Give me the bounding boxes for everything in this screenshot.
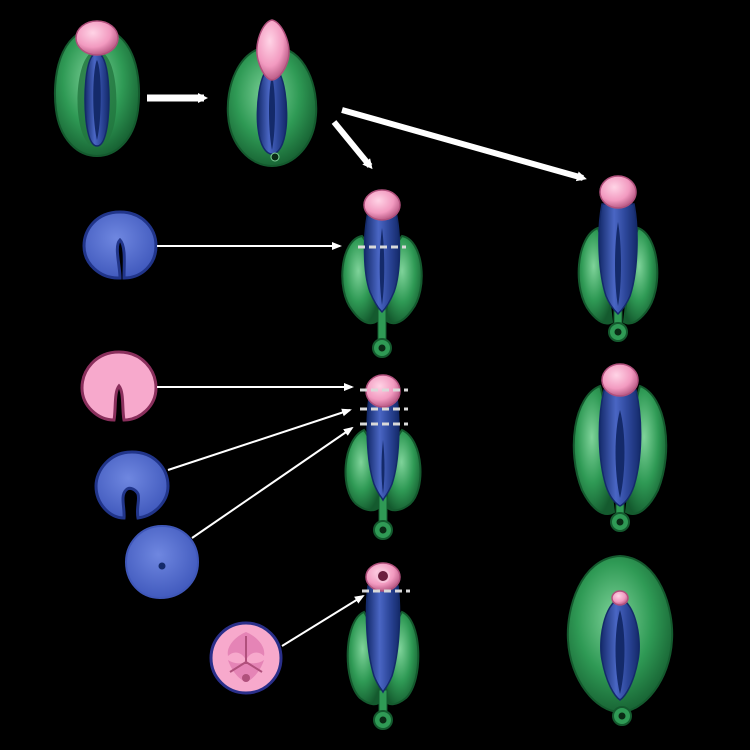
glans-clitoris <box>601 363 639 397</box>
section-glans-closed-urethra <box>209 621 283 695</box>
female-sequence-stage-3 <box>566 554 674 726</box>
section-pointer-arrows <box>157 242 365 647</box>
indifferent-stage <box>53 20 141 158</box>
cross-section-shape <box>82 210 158 280</box>
early-differentiation-stage <box>226 19 318 168</box>
female-sequence-stage-1 <box>577 175 659 342</box>
pointer-glans-closed-urethra <box>281 594 365 647</box>
cross-section-shape <box>94 450 170 520</box>
cross-section-shape <box>124 524 200 600</box>
section-shaft-open-groove <box>82 210 158 280</box>
male-sequence-stage-1 <box>341 189 423 358</box>
arrow-to-male-sequence <box>331 120 373 170</box>
arrows-development <box>147 93 587 182</box>
section-shaft-closing-groove <box>94 450 170 520</box>
pointer-shaft-closed-urethra <box>191 426 354 539</box>
penile-shaft <box>365 585 401 694</box>
urethral-opening <box>376 569 390 583</box>
pointer-shaft-closing-groove <box>167 408 352 471</box>
cross-section-shape <box>80 350 158 422</box>
female-sequence-stage-2 <box>572 363 668 532</box>
arrow-to-female-sequence <box>341 107 587 182</box>
genital-tubercle <box>256 19 290 81</box>
clitoris <box>611 590 629 606</box>
glans-clitoris <box>599 175 637 209</box>
male-sequence-stage-3 <box>346 562 420 730</box>
anal-opening <box>270 152 280 162</box>
glans <box>363 189 401 221</box>
male-sequence-stage-2 <box>344 374 422 540</box>
section-shaft-closed-urethra <box>124 524 200 600</box>
urethra-lumen <box>158 562 166 570</box>
section-glans-open-groove <box>80 350 158 422</box>
genital-tubercle <box>75 20 119 56</box>
urethra-lumen <box>242 674 250 682</box>
